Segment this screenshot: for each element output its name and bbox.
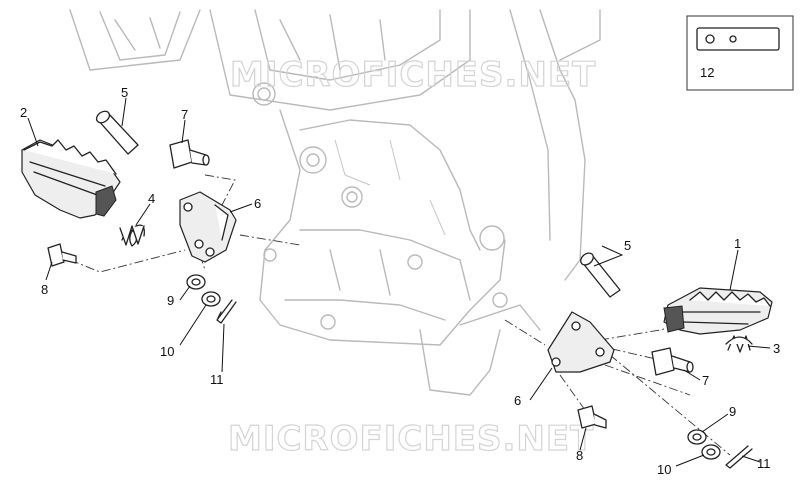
washer-right-10[interactable]: [701, 444, 721, 460]
spring-left[interactable]: [119, 224, 145, 247]
callout-10-right: 10: [657, 462, 671, 477]
callout-9-right: 9: [729, 404, 736, 419]
callout-3: 3: [773, 341, 780, 356]
callout-10-left: 10: [160, 344, 174, 359]
callout-5-right: 5: [624, 238, 631, 253]
footpeg-left[interactable]: [21, 139, 121, 219]
callout-11-left: 11: [210, 372, 224, 387]
callout-9-left: 9: [167, 293, 174, 308]
callout-2: 2: [20, 105, 27, 120]
frame-background: [69, 9, 601, 396]
pin-left[interactable]: [94, 109, 139, 155]
callout-7-right: 7: [702, 373, 709, 388]
kit-box-12[interactable]: 12: [686, 15, 794, 91]
pin-right[interactable]: [578, 251, 621, 298]
leader-lines: [27, 97, 771, 467]
bracket-right[interactable]: [547, 311, 615, 373]
callout-6-left: 6: [254, 196, 261, 211]
watermark-bottom: MICROFICHES.NET: [228, 419, 594, 459]
washer-left-9[interactable]: [186, 274, 206, 290]
callout-4: 4: [148, 191, 155, 206]
washer-left-10[interactable]: [201, 291, 221, 307]
callout-labels: 2 5 7 4 6 8 9 10 11 1 5 3 6 7 8 9 10 11: [20, 85, 780, 477]
callout-8-left: 8: [41, 282, 48, 297]
watermark-top: MICROFICHES.NET: [230, 55, 596, 95]
callout-8-right: 8: [576, 448, 583, 463]
washer-right-9[interactable]: [687, 429, 707, 445]
callout-11-right: 11: [757, 456, 771, 471]
bolt-left-upper[interactable]: [169, 139, 210, 169]
callout-6-right: 6: [514, 393, 521, 408]
assembly-lines: [69, 174, 731, 456]
spring-right[interactable]: [725, 335, 753, 353]
callout-12: 12: [700, 65, 714, 80]
cotter-pin-right[interactable]: [725, 445, 753, 469]
callout-5-left: 5: [121, 85, 128, 100]
bolt-right-upper[interactable]: [651, 347, 694, 376]
bracket-left[interactable]: [179, 191, 237, 263]
cotter-pin-left[interactable]: [216, 299, 237, 324]
bolt-left-lower[interactable]: [47, 243, 77, 267]
callout-7-left: 7: [181, 107, 188, 122]
callout-1: 1: [734, 236, 741, 251]
footpeg-right[interactable]: [663, 287, 773, 335]
bolt-right-lower[interactable]: [577, 405, 607, 429]
